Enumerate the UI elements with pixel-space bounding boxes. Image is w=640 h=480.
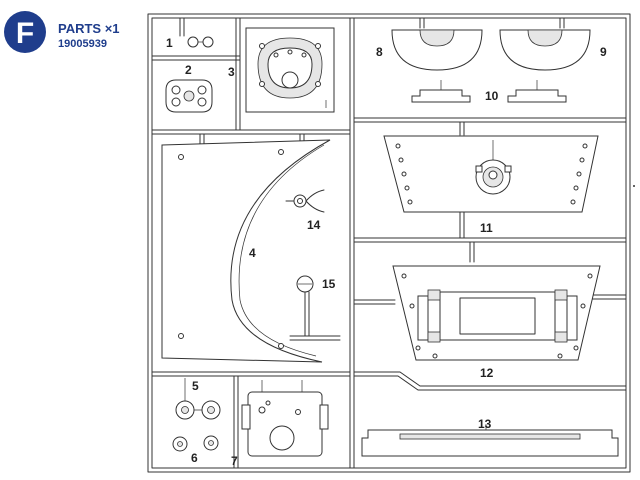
parts-letter: F bbox=[16, 17, 34, 50]
parts-letter-badge bbox=[4, 11, 46, 53]
part-8 bbox=[391, 29, 483, 71]
part-label-9: 9 bbox=[600, 45, 607, 59]
part-label-7: 7 bbox=[231, 454, 238, 468]
part-label-1: 1 bbox=[166, 36, 173, 50]
part-14 bbox=[285, 189, 325, 213]
part-1 bbox=[187, 36, 214, 48]
part-6 bbox=[172, 435, 219, 452]
part-10 bbox=[411, 80, 567, 103]
part-15 bbox=[289, 275, 341, 341]
part-label-8: 8 bbox=[376, 45, 383, 59]
part-2 bbox=[165, 79, 213, 113]
part-label-10: 10 bbox=[485, 89, 499, 103]
part-5 bbox=[175, 378, 221, 420]
part-label-2: 2 bbox=[185, 63, 192, 77]
part-3 bbox=[245, 27, 335, 113]
part-9 bbox=[499, 29, 591, 71]
part-13 bbox=[361, 424, 619, 457]
part-label-15: 15 bbox=[322, 277, 336, 291]
part-label-14: 14 bbox=[307, 218, 321, 232]
part-7 bbox=[241, 380, 329, 457]
part-11 bbox=[383, 135, 599, 213]
part-4 bbox=[161, 139, 331, 363]
parts-code: 19005939 bbox=[58, 38, 107, 50]
part-12 bbox=[392, 265, 601, 361]
part-label-13: 13 bbox=[478, 417, 492, 431]
part-label-4: 4 bbox=[249, 246, 256, 260]
part-label-11: 11 bbox=[480, 221, 493, 235]
sprue-frame bbox=[147, 13, 631, 473]
part-label-6: 6 bbox=[191, 451, 198, 465]
parts-title: PARTS ×1 bbox=[58, 21, 120, 36]
part-label-3: 3 bbox=[228, 65, 235, 79]
part-label-12: 12 bbox=[480, 366, 494, 380]
parts-header: F PARTS ×1 19005939 bbox=[4, 11, 120, 53]
part-label-5: 5 bbox=[192, 379, 199, 393]
